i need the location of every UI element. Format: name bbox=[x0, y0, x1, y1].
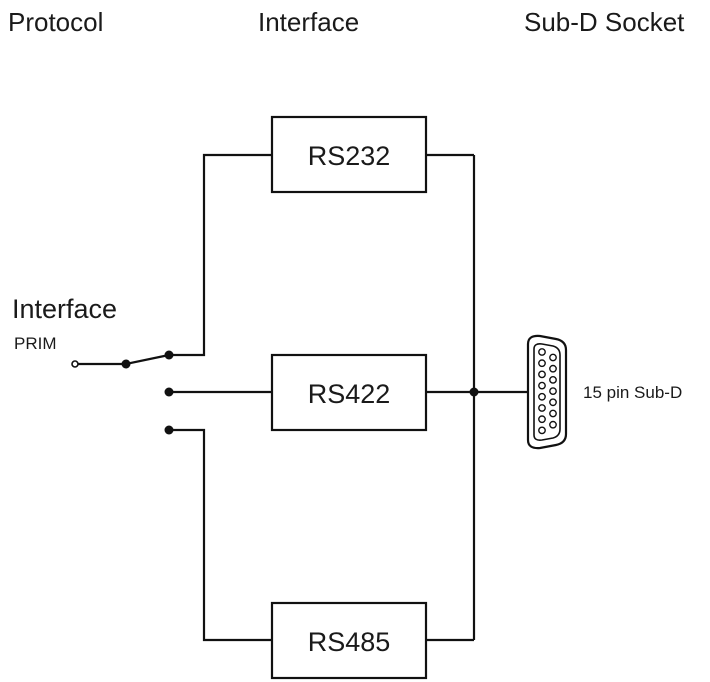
box-rs485-label: RS485 bbox=[308, 627, 391, 657]
connector-pin bbox=[538, 426, 546, 435]
switch-input-terminal bbox=[71, 360, 79, 368]
header-socket: Sub-D Socket bbox=[524, 7, 685, 37]
header-interface: Interface bbox=[258, 7, 359, 37]
connector-pin bbox=[538, 381, 546, 390]
header-protocol: Protocol bbox=[8, 7, 103, 37]
box-rs422: RS422 bbox=[270, 353, 428, 432]
connector-pin bbox=[549, 420, 557, 429]
connector-pin bbox=[549, 375, 557, 384]
box-rs232-label: RS232 bbox=[308, 141, 391, 171]
wire-rs232-in bbox=[169, 153, 272, 357]
prim-label: PRIM bbox=[14, 334, 57, 353]
selector-switch bbox=[71, 350, 174, 435]
bus-junction bbox=[469, 387, 479, 397]
connector-pin bbox=[538, 348, 546, 356]
connector-pin bbox=[549, 409, 557, 418]
box-rs422-label: RS422 bbox=[308, 379, 391, 409]
connector-pin bbox=[538, 415, 546, 424]
connector-pin bbox=[538, 392, 546, 401]
connector-label: 15 pin Sub-D bbox=[583, 383, 682, 402]
connector-pin bbox=[538, 370, 546, 379]
wire-rs485-in bbox=[169, 428, 272, 642]
connector-pin bbox=[549, 353, 557, 362]
connector-pin bbox=[538, 404, 546, 412]
connector-pin bbox=[549, 364, 557, 373]
switch-blade bbox=[125, 353, 170, 366]
connector-pin bbox=[549, 398, 557, 407]
connector-pin bbox=[538, 359, 546, 368]
box-rs232: RS232 bbox=[270, 115, 428, 194]
interface-label: Interface bbox=[12, 294, 117, 324]
box-rs485: RS485 bbox=[270, 601, 428, 680]
connector-pin bbox=[549, 387, 557, 395]
sub-d-connector-icon bbox=[526, 334, 568, 450]
